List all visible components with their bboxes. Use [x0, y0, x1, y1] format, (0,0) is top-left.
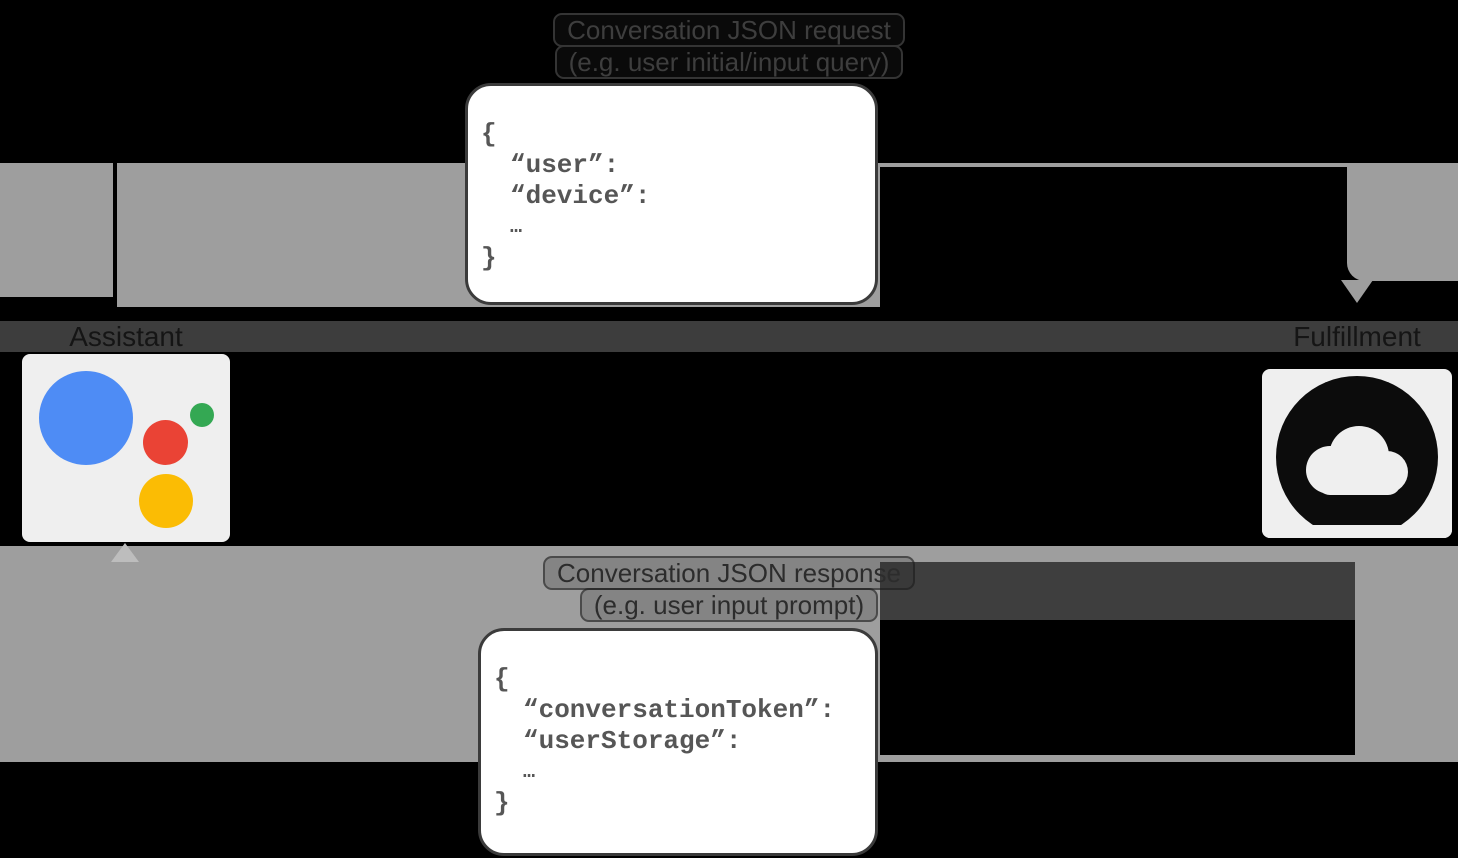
response-arrow-bottom-edge	[880, 755, 1355, 762]
fulfillment-label: Fulfillment	[1293, 321, 1421, 352]
assistant-red-circle	[143, 420, 188, 465]
json-response-box: { “conversationToken”: “userStorage”: … …	[478, 628, 878, 856]
cloud-icon	[1262, 376, 1452, 538]
assistant-label: Assistant	[69, 321, 183, 352]
response-caption-line1-text: Conversation JSON response	[543, 556, 915, 590]
response-arrowhead-up-icon	[111, 543, 139, 562]
response-close-brace: }	[494, 788, 510, 818]
response-key-conversation-token: “conversationToken”:	[523, 695, 836, 725]
response-arrow-shaft-right	[1355, 546, 1458, 762]
assistant-yellow-circle	[139, 474, 193, 528]
request-close-brace: }	[481, 243, 497, 273]
request-key-user: “user”:	[510, 150, 620, 180]
assistant-green-circle	[190, 403, 214, 427]
request-ellipsis: …	[510, 216, 523, 239]
google-assistant-icon	[22, 354, 230, 542]
request-caption-line1: Conversation JSON request	[0, 13, 1458, 47]
response-arrow-dark-overlay	[880, 562, 1355, 620]
response-caption-line1: Conversation JSON response	[0, 556, 1458, 590]
json-request-box: { “user”: “device”: … }	[465, 83, 878, 305]
assistant-card	[22, 354, 230, 542]
request-arrow-shaft-left	[0, 163, 113, 297]
response-key-user-storage: “userStorage”:	[523, 726, 742, 756]
request-arrowhead-down-icon	[1341, 280, 1373, 303]
response-open-brace: {	[494, 664, 510, 694]
response-arrow-top-edge	[880, 546, 1355, 562]
response-caption-line2-text: (e.g. user input prompt)	[579, 588, 879, 622]
response-ellipsis: …	[523, 761, 536, 784]
request-caption-line2-text: (e.g. user initial/input query)	[554, 45, 904, 79]
fulfillment-card	[1262, 369, 1452, 538]
response-caption-line2: (e.g. user input prompt)	[0, 588, 1458, 622]
request-open-brace: {	[481, 119, 497, 149]
request-caption-line1-text: Conversation JSON request	[553, 13, 905, 47]
request-caption-line2: (e.g. user initial/input query)	[0, 45, 1458, 79]
assistant-blue-circle	[39, 371, 133, 465]
request-arrow-shaft-right	[1347, 163, 1458, 281]
request-arrow-top-edge	[880, 163, 1357, 167]
actor-label-bar	[0, 321, 1458, 352]
request-key-device: “device”:	[510, 181, 651, 211]
